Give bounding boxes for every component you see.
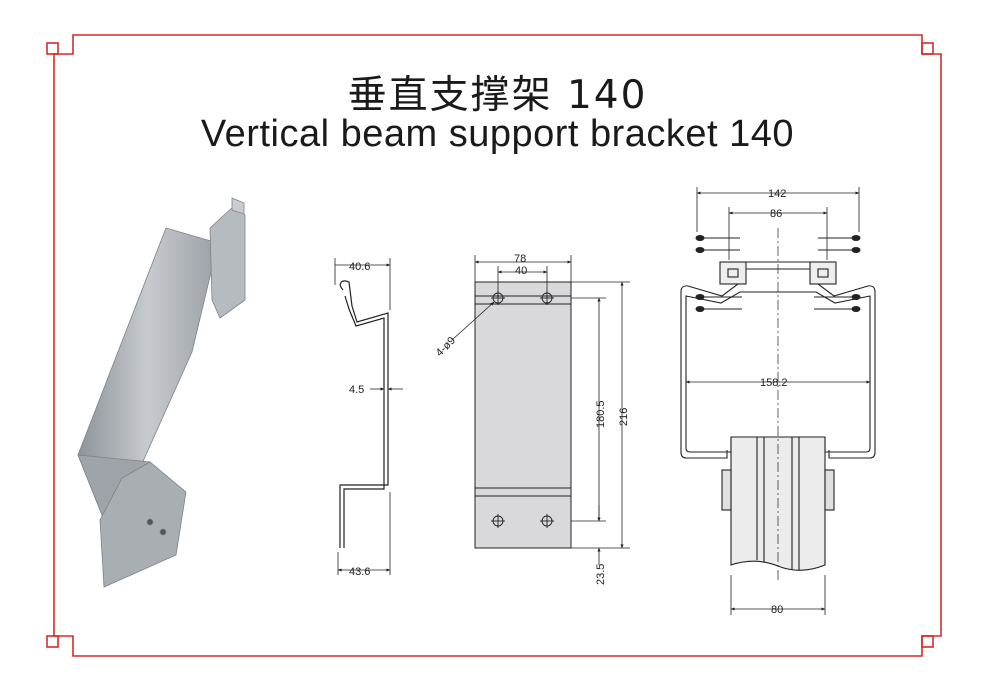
bracket-photo xyxy=(77,197,246,588)
dim-hole-spacing: 40 xyxy=(515,265,527,277)
plate-hole xyxy=(491,291,505,305)
bracket-top-lip xyxy=(231,197,245,215)
title-english: Vertical beam support bracket 140 xyxy=(200,113,795,155)
dim-profile-thickness: 4.5 xyxy=(349,384,364,396)
dim-beam-top-inner: 86 xyxy=(770,208,782,220)
profile-outline xyxy=(339,280,389,548)
plate-hole xyxy=(491,514,505,528)
plate-body xyxy=(474,281,572,549)
bracket-foot-plate xyxy=(99,461,187,588)
beam-channel-slot xyxy=(727,268,739,278)
frame-corner-bottom-left xyxy=(46,635,59,648)
beam-channel-left xyxy=(719,261,747,285)
dim-profile-bottom: 43.6 xyxy=(349,566,370,578)
bracket-hole xyxy=(146,518,154,526)
dim-height-inner: 180.5 xyxy=(595,400,607,428)
dim-post-width: 80 xyxy=(771,604,783,616)
plate-hole xyxy=(540,514,554,528)
dim-beam-top-outer: 142 xyxy=(768,188,786,200)
frame-corner-top-left xyxy=(46,42,59,55)
post-clip-left xyxy=(721,469,732,511)
dim-beam-width: 158.2 xyxy=(760,377,788,389)
dim-bottom-offset: 23.5 xyxy=(595,564,607,585)
plate-dimensions xyxy=(451,255,630,565)
profile-view xyxy=(339,280,389,548)
plate-view xyxy=(474,281,572,549)
frame-corner-top-right xyxy=(921,42,934,55)
bracket-hole xyxy=(159,528,167,536)
section-bolts xyxy=(695,235,861,312)
frame-corner-bottom-right xyxy=(921,635,934,648)
bracket-top-flange xyxy=(209,204,246,319)
title-chinese: 垂直支撑架 140 xyxy=(347,73,648,118)
decorative-frame xyxy=(46,34,942,657)
beam-channel-right xyxy=(809,261,837,285)
section-dimensions xyxy=(685,187,871,615)
dim-height-total: 216 xyxy=(618,408,630,426)
post-clip-right xyxy=(824,469,835,511)
dim-profile-top: 40.6 xyxy=(349,261,370,273)
dim-plate-width: 78 xyxy=(514,253,526,265)
beam-channel-slot xyxy=(817,268,829,278)
profile-dimensions xyxy=(334,258,403,575)
plate-hole xyxy=(540,291,554,305)
